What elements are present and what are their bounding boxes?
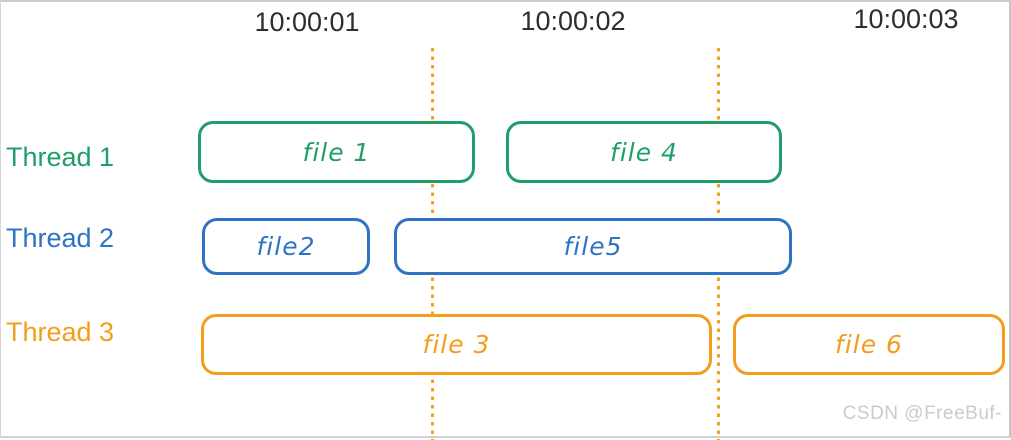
timestamp-10-00-03: 10:00:03 [853,4,959,34]
thread-1-label: Thread 1 [6,142,115,172]
task-box-file-4: file 4 [506,121,782,183]
task-box-file-5: file5 [394,218,792,275]
thread-3-label: Thread 3 [6,317,115,347]
timestamp-10-00-01: 10:00:01 [254,7,360,37]
csdn-watermark: CSDN @FreeBuf- [842,403,1002,424]
task-box-file-6: file 6 [733,314,1005,375]
task-box-file-1: file 1 [198,121,475,183]
thread-2-label: Thread 2 [6,223,115,253]
task-box-file-3: file 3 [201,314,712,375]
timestamp-10-00-02: 10:00:02 [520,6,626,36]
task-box-file-2: file2 [202,218,370,275]
